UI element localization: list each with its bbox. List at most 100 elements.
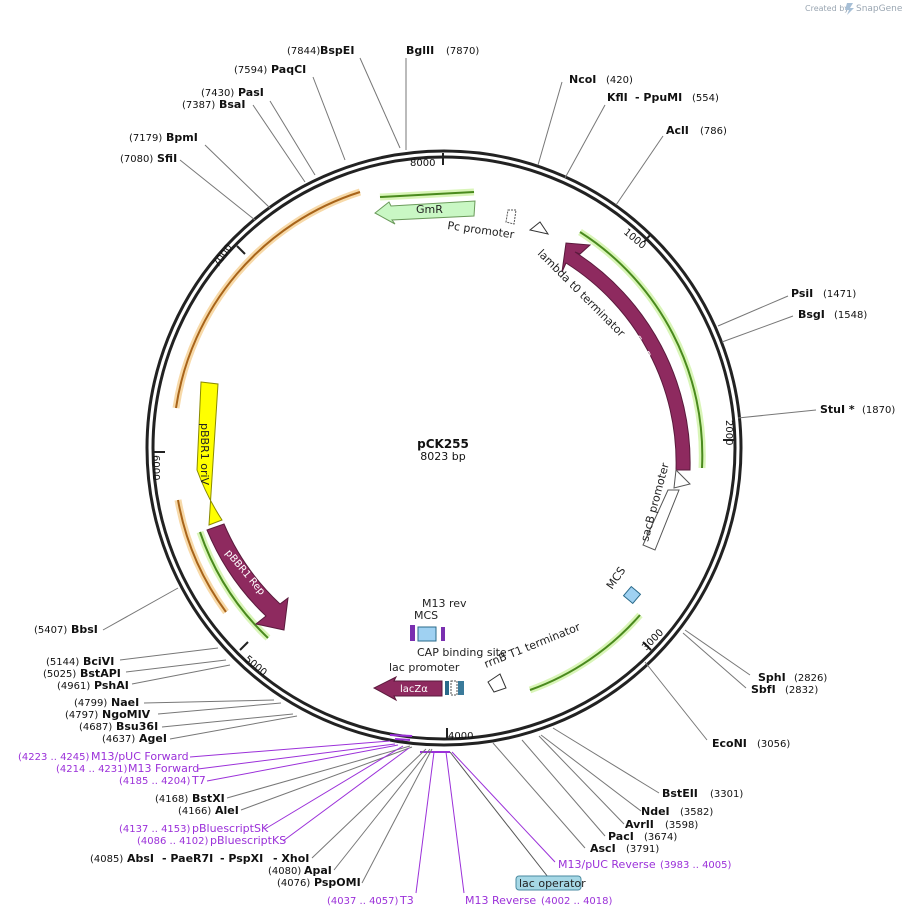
mcs-label-left: MCS xyxy=(414,609,438,622)
enzyme-label[interactable]: BpmI xyxy=(166,131,198,144)
enzyme-label[interactable]: PacI xyxy=(608,830,634,843)
tick-marks xyxy=(153,153,735,739)
enzyme-label[interactable]: SphI xyxy=(758,671,786,684)
enzyme-label[interactable]: PaqCI xyxy=(271,63,306,76)
pbbr1-oriv-feature[interactable] xyxy=(196,381,223,526)
snapgene-logo-icon xyxy=(845,3,854,15)
plasmid-length: 8023 bp xyxy=(420,450,465,463)
enzyme-label[interactable]: BstEII xyxy=(662,787,698,800)
enzyme-label[interactable]: AscI xyxy=(590,842,616,855)
enzyme-label[interactable]: NgoMIV xyxy=(102,708,151,721)
enzyme-pos: (4076) xyxy=(277,878,310,889)
m13rev-label: M13 rev xyxy=(422,597,467,610)
enzyme-label[interactable]: SfiI xyxy=(157,152,177,165)
primer-label[interactable]: M13 Forward xyxy=(128,762,199,775)
enzyme-label[interactable]: AbsI xyxy=(127,852,154,865)
enzyme-label[interactable]: NcoI xyxy=(569,73,596,86)
enzyme-pos: (7179) xyxy=(129,133,162,144)
enzyme-pos: (4799) xyxy=(74,698,107,709)
gmr-label: GmR xyxy=(416,203,443,216)
lac-operator-badge[interactable] xyxy=(515,875,582,891)
primer-pos: (4086 .. 4102) xyxy=(137,836,209,847)
lac-operator-leader xyxy=(449,751,549,878)
enzyme-pos: (786) xyxy=(700,126,727,137)
enzyme-pos: (7430) xyxy=(201,88,234,99)
lacz-feature-arrow[interactable] xyxy=(372,675,443,702)
enzyme-label[interactable]: PasI xyxy=(238,86,264,99)
sacb-promoter-shape xyxy=(642,468,691,551)
enzyme-label[interactable]: PsiI xyxy=(791,287,813,300)
lac-promoter-label: lac promoter xyxy=(389,661,460,674)
orange-orf-arrow-bottom xyxy=(177,499,227,613)
enzyme-label[interactable]: AleI xyxy=(215,804,239,817)
enzyme-label[interactable]: - XhoI xyxy=(273,852,309,865)
enzyme-label[interactable]: BsgI xyxy=(798,308,825,321)
enzyme-pos: (4085) xyxy=(90,854,123,865)
enzyme-pos: (4961) xyxy=(57,681,90,692)
enzyme-label[interactable]: Bsu36I xyxy=(116,720,158,733)
enzyme-label[interactable]: StuI * xyxy=(820,403,855,416)
sacb-feature-arrow[interactable] xyxy=(561,242,691,471)
enzyme-pos: (2826) xyxy=(794,673,827,684)
orange-orf-highlight-top xyxy=(172,188,362,409)
primer-pos: (4137 .. 4153) xyxy=(119,824,191,835)
plasmid-name: pCK255 xyxy=(417,437,469,451)
enzyme-pos: (7387) xyxy=(182,100,215,111)
enzyme-pos: (2832) xyxy=(785,685,818,696)
gmr-feature-arrow[interactable] xyxy=(374,200,476,225)
enzyme-label[interactable]: NdeI xyxy=(641,805,670,818)
enzyme-label[interactable]: - PaeR7I xyxy=(162,852,213,865)
enzyme-pos: (4687) xyxy=(79,722,112,733)
primer-label[interactable]: T7 xyxy=(191,774,206,787)
lac-operator-label: lac operator xyxy=(519,877,586,890)
enzyme-label[interactable]: - PpuMI xyxy=(635,91,682,104)
enzyme-label[interactable]: AvrII xyxy=(625,818,654,831)
primer-leader-lines xyxy=(189,740,556,894)
cap-binding-label: CAP binding site xyxy=(417,646,507,659)
enzyme-pos: (7080) xyxy=(120,154,153,165)
primer-label[interactable]: M13/pUC Reverse xyxy=(558,858,656,871)
enzyme-label[interactable]: BbsI xyxy=(71,623,98,636)
lac-promoter-box xyxy=(450,680,458,696)
enzyme-label[interactable]: BstAPI xyxy=(80,667,121,680)
primer-label[interactable]: pBluescriptSK xyxy=(192,822,269,835)
enzyme-label[interactable]: BglII xyxy=(406,44,434,57)
enzyme-label[interactable]: SbfI xyxy=(751,683,776,696)
pbbr1-rep-feature-arrow[interactable] xyxy=(206,523,289,631)
enzyme-pos: (3301) xyxy=(710,789,743,800)
primer-pos: (4214 .. 4231) xyxy=(56,764,128,775)
lower-orf-arrow xyxy=(529,614,641,691)
enzyme-label[interactable]: AclI xyxy=(666,124,689,137)
enzyme-pos: (3056) xyxy=(757,739,790,750)
tick-label-5000: 5000 xyxy=(242,654,269,679)
enzyme-label[interactable]: BstXI xyxy=(192,792,225,805)
enzyme-label[interactable]: EcoNI xyxy=(712,737,747,750)
enzyme-pos: (554) xyxy=(692,93,719,104)
enzyme-label[interactable]: BciVI xyxy=(83,655,114,668)
enzyme-pos: (1548) xyxy=(834,310,867,321)
enzyme-label[interactable]: NaeI xyxy=(111,696,139,709)
enzyme-pos: (3598) xyxy=(665,820,698,831)
enzyme-label[interactable]: ApaI xyxy=(304,864,332,877)
enzyme-label[interactable]: PspOMI xyxy=(314,876,361,889)
enzyme-label[interactable]: PshAI xyxy=(94,679,129,692)
mcs-marker-2 xyxy=(441,627,445,641)
enzyme-pos: (5144) xyxy=(46,657,79,668)
primer-label[interactable]: T3 xyxy=(399,894,414,907)
mcs-box-right[interactable] xyxy=(622,585,642,605)
primer-label[interactable]: M13 Reverse xyxy=(465,894,536,907)
primer-label[interactable]: M13/pUC Forward xyxy=(91,750,189,763)
enzyme-label[interactable]: AgeI xyxy=(139,732,167,745)
lac-operator-box xyxy=(458,681,464,695)
enzyme-label[interactable]: - PspXI xyxy=(220,852,263,865)
mcs-box-left[interactable] xyxy=(417,626,437,642)
enzyme-label[interactable]: KflI xyxy=(607,91,628,104)
primer-label[interactable]: pBluescriptKS xyxy=(210,834,286,847)
primer-arcs xyxy=(389,734,450,753)
enzyme-pos: (420) xyxy=(606,75,633,86)
enzyme-label[interactable]: BspEI xyxy=(320,44,354,57)
enzyme-pos: (7870) xyxy=(446,46,479,57)
enzyme-label[interactable]: BsaI xyxy=(219,98,245,111)
lacz-label: lacZα xyxy=(400,684,428,695)
